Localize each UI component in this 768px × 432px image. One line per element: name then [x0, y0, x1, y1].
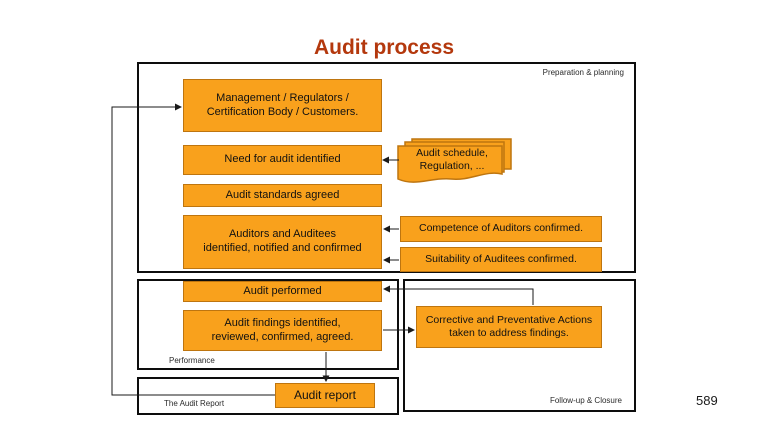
container-followup-closure: Follow-up & Closure — [403, 279, 636, 412]
document-sheet-front-icon — [397, 145, 503, 183]
box-audit-standards: Audit standards agreed — [183, 184, 382, 207]
box-audit-performed: Audit performed — [183, 281, 382, 302]
document-stack-label: Audit schedule, Regulation, ... — [416, 147, 488, 173]
box-corrective-actions: Corrective and Preventative Actions take… — [416, 306, 602, 348]
box-need-for-audit: Need for audit identified — [183, 145, 382, 175]
box-audit-findings: Audit findings identified, reviewed, con… — [183, 310, 382, 351]
container-followup-label: Follow-up & Closure — [549, 396, 622, 405]
page-number: 589 — [696, 393, 718, 408]
page-title: Audit process — [313, 36, 455, 59]
box-suitability-auditees: Suitability of Auditees confirmed. — [400, 247, 602, 272]
container-audit-report-label: The Audit Report — [164, 399, 225, 408]
document-stack-icon — [397, 138, 512, 183]
box-audit-report: Audit report — [275, 383, 375, 408]
container-performance-label: Performance — [169, 356, 215, 365]
box-management-regulators: Management / Regulators / Certification … — [183, 79, 382, 132]
container-preparation-label: Preparation & planning — [542, 68, 624, 77]
box-competence-auditors: Competence of Auditors confirmed. — [400, 216, 602, 242]
box-auditors-auditees: Auditors and Auditees identified, notifi… — [183, 215, 382, 269]
